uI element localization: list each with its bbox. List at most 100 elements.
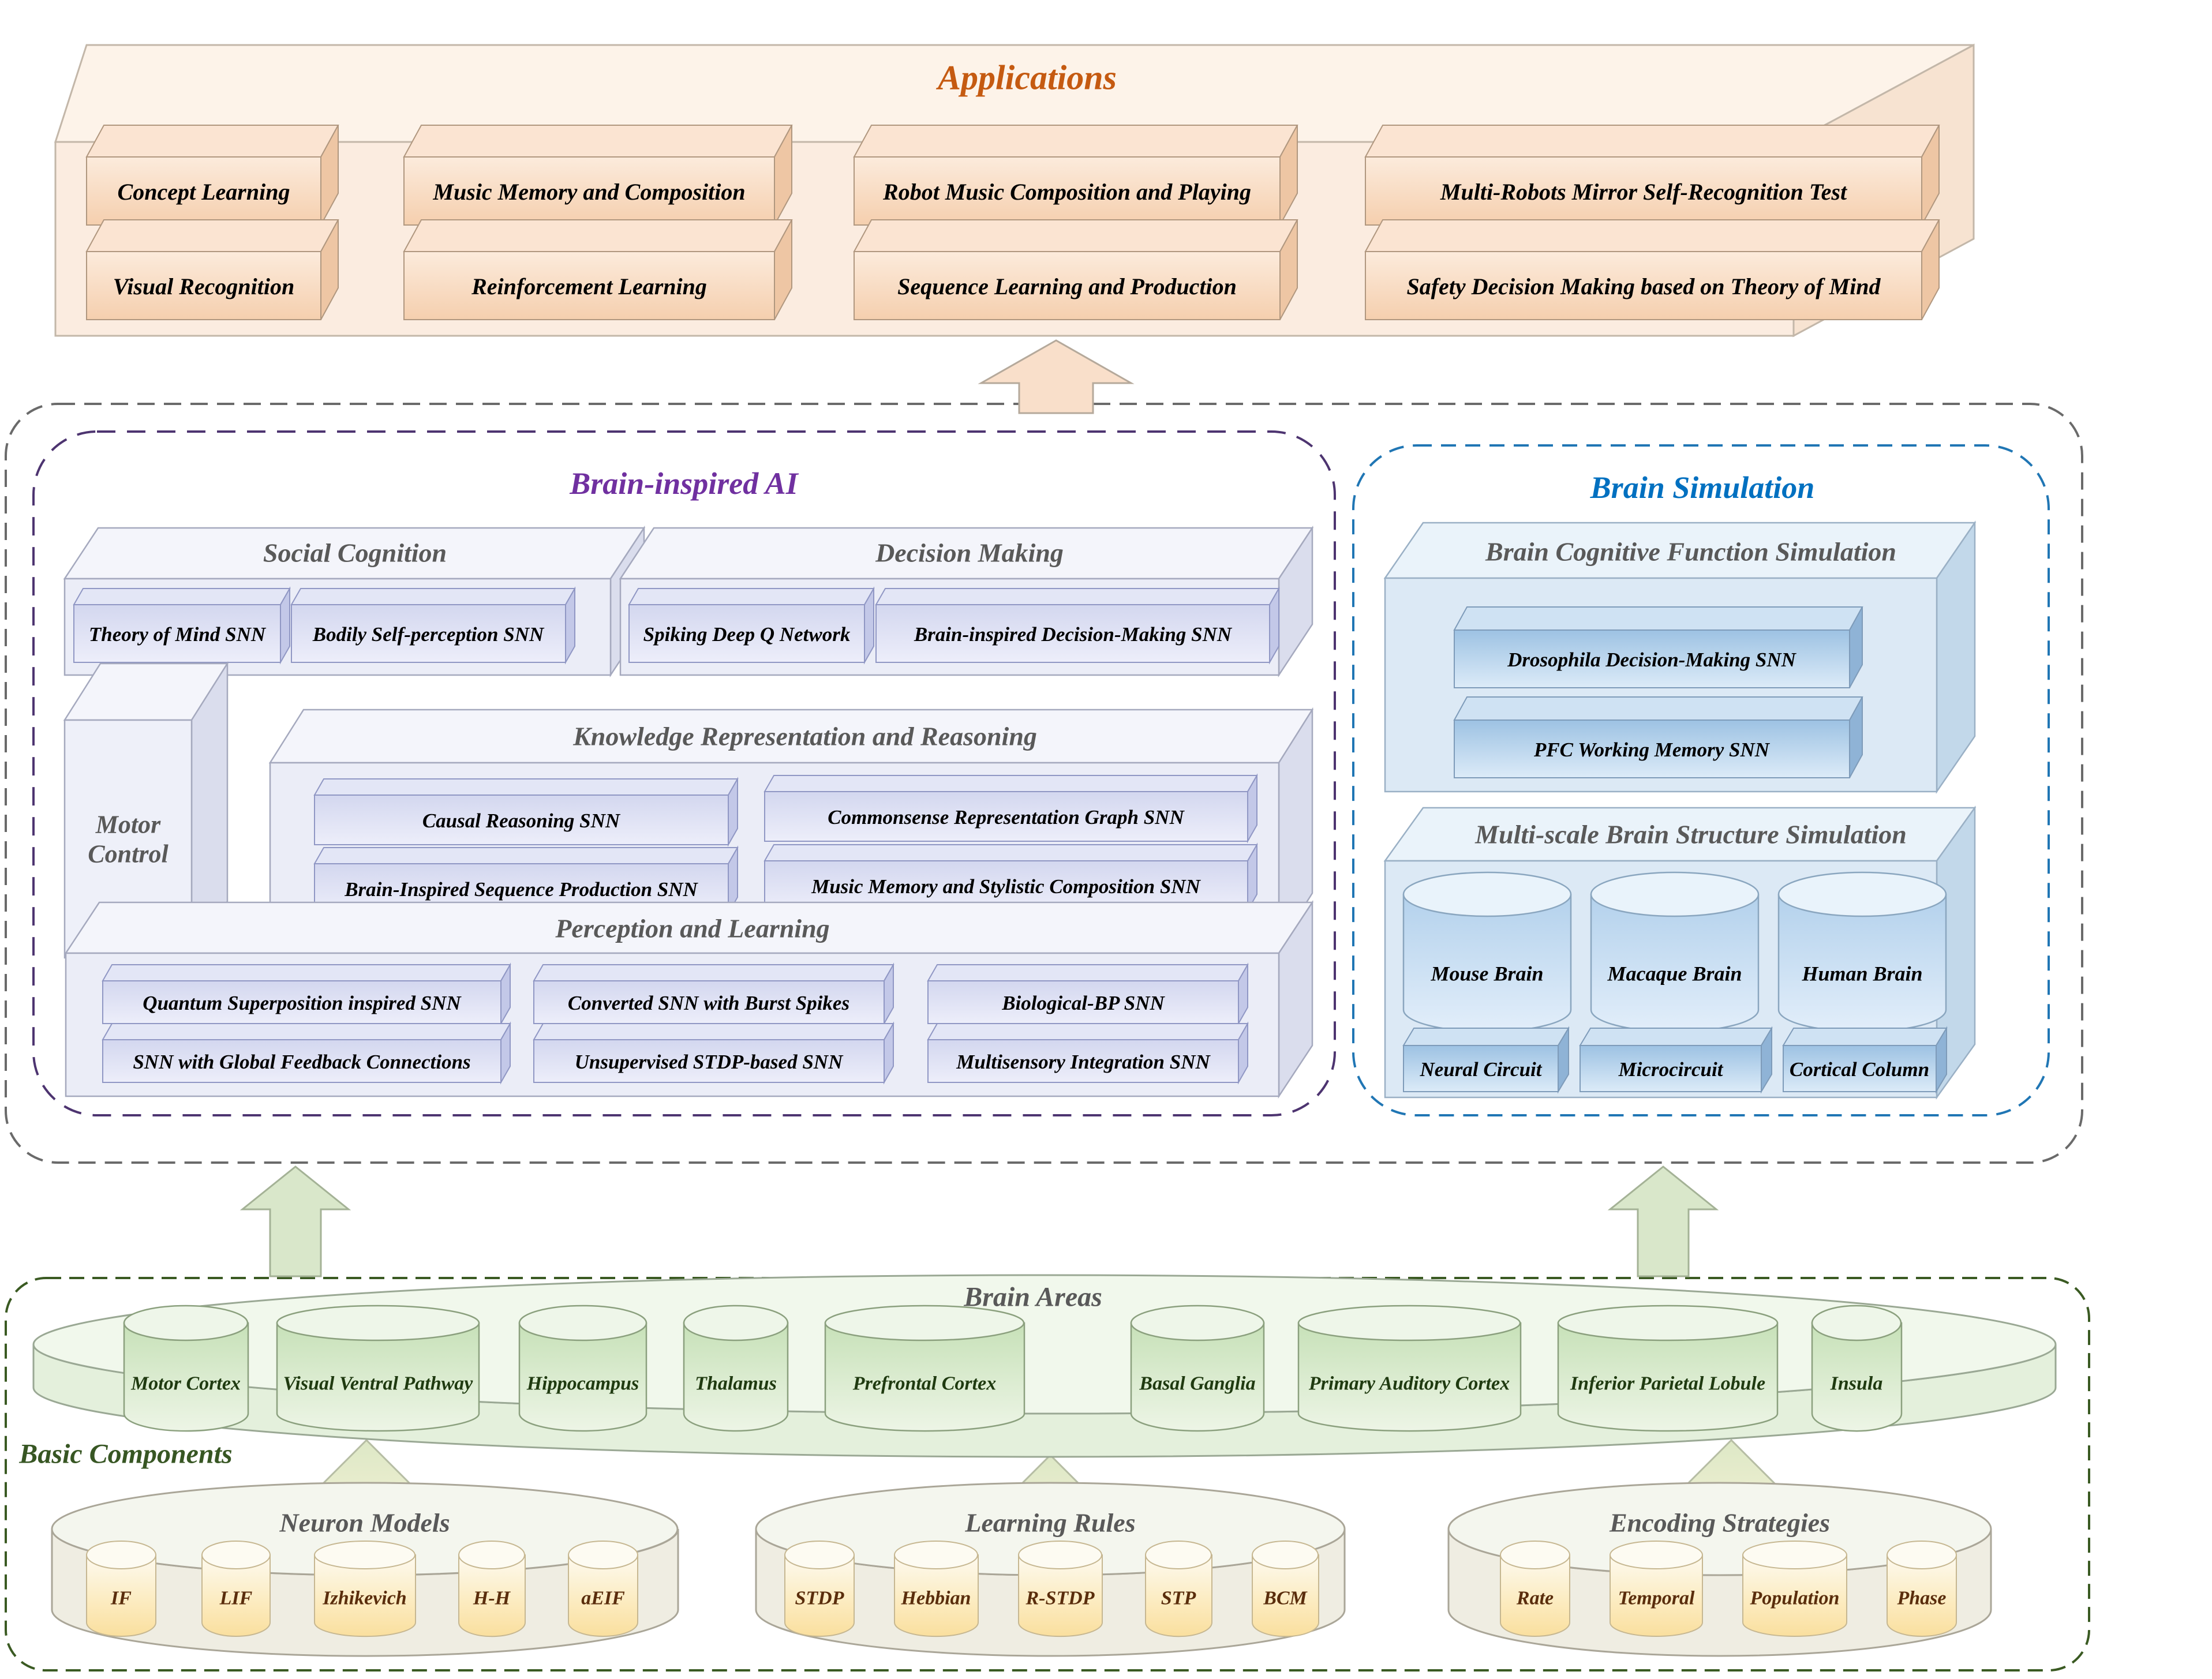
cylinder-visual-ventral <box>276 1305 480 1432</box>
app-box-sequence-learning <box>853 219 1298 320</box>
label-biological-bp: Biological-BP SNN <box>1002 991 1165 1014</box>
cylinder-human-brain <box>1777 871 1947 1033</box>
cylinder-primary-auditory <box>1297 1305 1522 1432</box>
label-microcircuit: Microcircuit <box>1618 1058 1723 1081</box>
label-theory-of-mind: Theory of Mind SNN <box>88 623 266 646</box>
label-sequence-production: Brain-Inspired Sequence Production SNN <box>345 878 698 901</box>
bar-unsupervised-stdp <box>533 1021 894 1085</box>
label-aeif: aEIF <box>581 1587 625 1609</box>
cylinder-hippocampus <box>518 1305 647 1432</box>
label-unsupervised-stdp: Unsupervised STDP-based SNN <box>574 1050 843 1073</box>
motor-control-label: Motor Control <box>88 810 169 868</box>
label-if: IF <box>111 1587 132 1609</box>
brain-areas-title: Brain Areas <box>964 1281 1102 1313</box>
cylinder-thalamus <box>683 1305 789 1432</box>
arrow-up-to-applications <box>978 339 1135 414</box>
social-cognition-title: Social Cognition <box>263 538 447 568</box>
cylinder-phase <box>1887 1541 1957 1637</box>
label-music-stylistic: Music Memory and Stylistic Composition S… <box>811 875 1200 898</box>
motor-control-box <box>63 661 229 961</box>
decision-making-title: Decision Making <box>875 538 1064 568</box>
cylinder-lif <box>201 1541 271 1637</box>
cylinder-aeif <box>568 1541 638 1637</box>
label-quantum-superposition: Quantum Superposition inspired SNN <box>143 991 461 1014</box>
label-mouse-brain: Mouse Brain <box>1431 962 1544 985</box>
label-basal-ganglia: Basal Ganglia <box>1139 1373 1256 1395</box>
app-box-concept-learning <box>85 125 339 226</box>
label-insula: Insula <box>1830 1373 1883 1395</box>
label-cortical-column: Cortical Column <box>1789 1058 1930 1081</box>
label-human-brain: Human Brain <box>1802 962 1923 985</box>
bar-causal-reasoning <box>313 777 739 847</box>
bar-commonsense-graph <box>763 773 1258 844</box>
app-box-multi-robots <box>1364 125 1940 226</box>
knowledge-representation-title: Knowledge Representation and Reasoning <box>573 721 1037 751</box>
app-label-sequence-learning: Sequence Learning and Production <box>897 273 1237 299</box>
app-label-multi-robots: Multi-Robots Mirror Self-Recognition Tes… <box>1440 179 1847 205</box>
label-bcm: BCM <box>1263 1587 1307 1609</box>
multiscale-structure-title: Multi-scale Brain Structure Simulation <box>1475 819 1907 849</box>
app-box-safety-decision <box>1364 219 1940 320</box>
cylinder-stdp <box>784 1541 855 1637</box>
label-hebbian: Hebbian <box>901 1587 971 1609</box>
app-label-music-memory: Music Memory and Composition <box>433 179 746 205</box>
bar-biological-bp <box>927 962 1249 1026</box>
label-population: Population <box>1750 1587 1840 1609</box>
label-visual-ventral: Visual Ventral Pathway <box>283 1373 473 1395</box>
applications-title: Applications <box>937 58 1117 97</box>
label-temporal: Temporal <box>1618 1587 1695 1609</box>
app-label-visual-recognition: Visual Recognition <box>113 273 295 299</box>
bar-theory-of-mind <box>73 586 291 665</box>
cylinder-bcm <box>1252 1541 1319 1637</box>
label-causal-reasoning: Causal Reasoning SNN <box>422 809 620 832</box>
cylinder-insula <box>1811 1305 1903 1432</box>
app-box-reinforcement-learning <box>403 219 793 320</box>
cylinder-temporal <box>1610 1541 1703 1637</box>
brain-simulation-title: Brain Simulation <box>1590 470 1815 505</box>
cylinder-population <box>1742 1541 1847 1637</box>
app-label-robot-music: Robot Music Composition and Playing <box>883 179 1251 205</box>
cylinder-macaque-brain <box>1590 871 1760 1033</box>
bar-converted-burst <box>533 962 894 1026</box>
brain-inspired-ai-title: Brain-inspired AI <box>570 466 798 501</box>
label-commonsense-graph: Commonsense Representation Graph SNN <box>828 805 1184 829</box>
cylinder-rstdp <box>1018 1541 1103 1637</box>
cylinder-stp <box>1145 1541 1212 1637</box>
bar-bodily-self-perception <box>290 586 576 665</box>
bar-neural-circuit <box>1402 1026 1570 1094</box>
bar-global-feedback <box>102 1021 511 1085</box>
label-inferior-parietal: Inferior Parietal Lobule <box>1570 1373 1766 1395</box>
encoding-strategies-title: Encoding Strategies <box>1609 1508 1831 1538</box>
label-spiking-deep-q: Spiking Deep Q Network <box>643 623 851 646</box>
label-brain-inspired-decision: Brain-inspired Decision-Making SNN <box>914 623 1232 646</box>
perception-learning-title: Perception and Learning <box>555 913 830 943</box>
label-stdp: STDP <box>795 1587 844 1609</box>
arrow-up-left-to-middle <box>239 1165 351 1277</box>
brain-inspired-ai-dashed-border <box>32 430 1336 1116</box>
label-thalamus: Thalamus <box>695 1373 777 1395</box>
label-global-feedback: SNN with Global Feedback Connections <box>133 1050 471 1073</box>
cylinder-inferior-parietal <box>1557 1305 1779 1432</box>
app-label-concept-learning: Concept Learning <box>117 179 290 205</box>
label-pfc-working-memory: PFC Working Memory SNN <box>1533 738 1770 761</box>
cylinder-basal-ganglia <box>1130 1305 1265 1432</box>
encoding-strategies-tub <box>1447 1482 1992 1657</box>
cylinder-hebbian <box>894 1541 979 1637</box>
cylinder-hh <box>458 1541 526 1637</box>
app-box-music-memory <box>403 125 793 226</box>
cylinder-mouse-brain <box>1402 871 1572 1033</box>
bar-spiking-deep-q <box>628 586 875 665</box>
label-rstdp: R-STDP <box>1025 1587 1095 1609</box>
label-lif: LIF <box>219 1587 253 1609</box>
label-macaque-brain: Macaque Brain <box>1607 962 1742 985</box>
bar-microcircuit <box>1579 1026 1773 1094</box>
cylinder-motor-cortex <box>123 1305 249 1432</box>
app-label-reinforcement-learning: Reinforcement Learning <box>471 273 707 299</box>
bar-brain-inspired-decision <box>875 586 1280 665</box>
label-hh: H-H <box>473 1587 511 1609</box>
cylinder-prefrontal-cortex <box>824 1305 1025 1432</box>
neuron-models-title: Neuron Models <box>279 1508 450 1538</box>
bar-multisensory <box>927 1021 1249 1085</box>
